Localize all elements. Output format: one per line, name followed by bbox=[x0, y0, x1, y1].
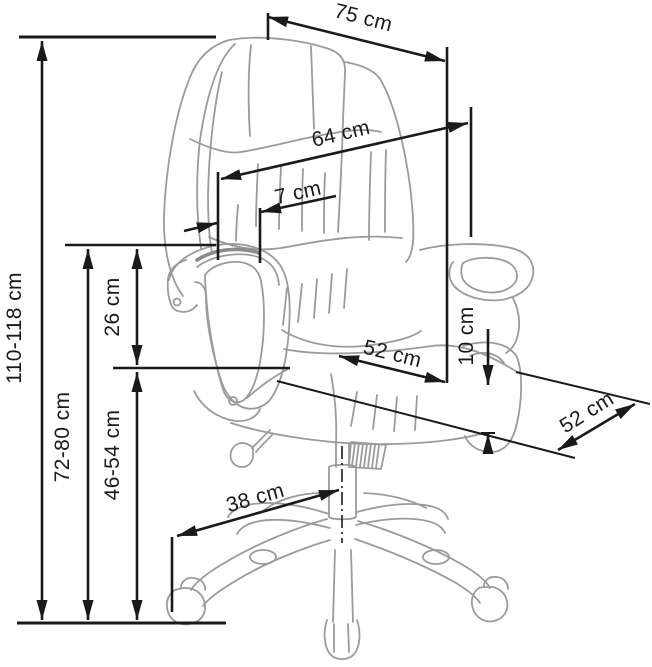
caster-front-right bbox=[470, 575, 509, 623]
dim-label-seat-thickness: 10 cm bbox=[455, 306, 478, 365]
backrest-tufting-upper bbox=[235, 163, 326, 242]
right-armrest-leg bbox=[505, 297, 520, 354]
dim-label-seat-depth: 52 cm bbox=[556, 387, 618, 438]
seat-bottom-edge bbox=[230, 422, 485, 446]
dim-base-reach bbox=[176, 488, 340, 538]
seat-face-lines bbox=[350, 391, 418, 432]
dim-backrest-width bbox=[220, 121, 469, 181]
seat-depth-extension-lower bbox=[276, 380, 576, 459]
dim-label-base-reach: 38 cm bbox=[224, 479, 287, 517]
left-armrest-base bbox=[193, 390, 261, 422]
dim-lumbar-left bbox=[183, 221, 218, 234]
seat-right-bolster bbox=[462, 341, 523, 453]
right-armrest-outer bbox=[419, 243, 535, 302]
seat-left-top bbox=[246, 368, 289, 399]
armrest-screw-upper bbox=[172, 297, 182, 307]
dim-seat-depth bbox=[557, 402, 636, 452]
base-rear-arcs bbox=[261, 492, 427, 513]
bellows-outline bbox=[348, 441, 387, 470]
dim-label-seat-width: 52 cm bbox=[361, 336, 424, 373]
bellows-hatching bbox=[351, 442, 380, 469]
backrest-right-edge bbox=[344, 61, 415, 263]
dim-label-total-height: 110-118 cm bbox=[3, 272, 26, 384]
dim-label-floor-to-armrest: 72-80 cm bbox=[51, 392, 74, 483]
caster-rear-right bbox=[422, 549, 450, 565]
lumbar-bottom-seam bbox=[281, 329, 422, 348]
caster-rear-left bbox=[249, 549, 277, 565]
dimension-layer bbox=[17, 13, 651, 625]
dim-top-width bbox=[267, 15, 446, 63]
base-leg-front-left bbox=[190, 518, 331, 607]
headrest-outline bbox=[228, 36, 346, 121]
dim-seat-width bbox=[338, 354, 446, 384]
backrest-mid-seam bbox=[208, 235, 403, 251]
seat-front-crease bbox=[330, 373, 338, 445]
base-leg-center bbox=[332, 549, 354, 623]
dim-label-top-width: 75 cm bbox=[332, 0, 395, 36]
left-armrest-pad-shade bbox=[195, 247, 261, 262]
left-armrest-bracket bbox=[166, 259, 198, 313]
headrest-seams bbox=[247, 44, 315, 137]
tilt-lever bbox=[229, 429, 274, 468]
base-leg-rear-right bbox=[355, 503, 449, 534]
dim-label-armrest-to-seat: 26 cm bbox=[101, 277, 124, 336]
caster-front-left bbox=[165, 576, 207, 626]
base-leg-front-right bbox=[354, 520, 491, 604]
seat-depth-extension-upper bbox=[515, 371, 651, 405]
left-armrest-outer bbox=[168, 243, 291, 410]
backrest-left-seams bbox=[196, 43, 236, 253]
armrest-screw-lower bbox=[228, 396, 238, 406]
left-armrest-pad-seam bbox=[196, 253, 280, 286]
caster-front-center bbox=[323, 619, 361, 661]
right-armrest-inner bbox=[460, 256, 518, 294]
dim-label-seat-height: 46-54 cm bbox=[101, 410, 124, 501]
left-armrest-inner bbox=[204, 261, 265, 404]
backrest-left-edge bbox=[163, 39, 230, 297]
backrest-tufting-lumbar bbox=[282, 268, 348, 326]
dim-lumbar-right bbox=[260, 194, 337, 214]
